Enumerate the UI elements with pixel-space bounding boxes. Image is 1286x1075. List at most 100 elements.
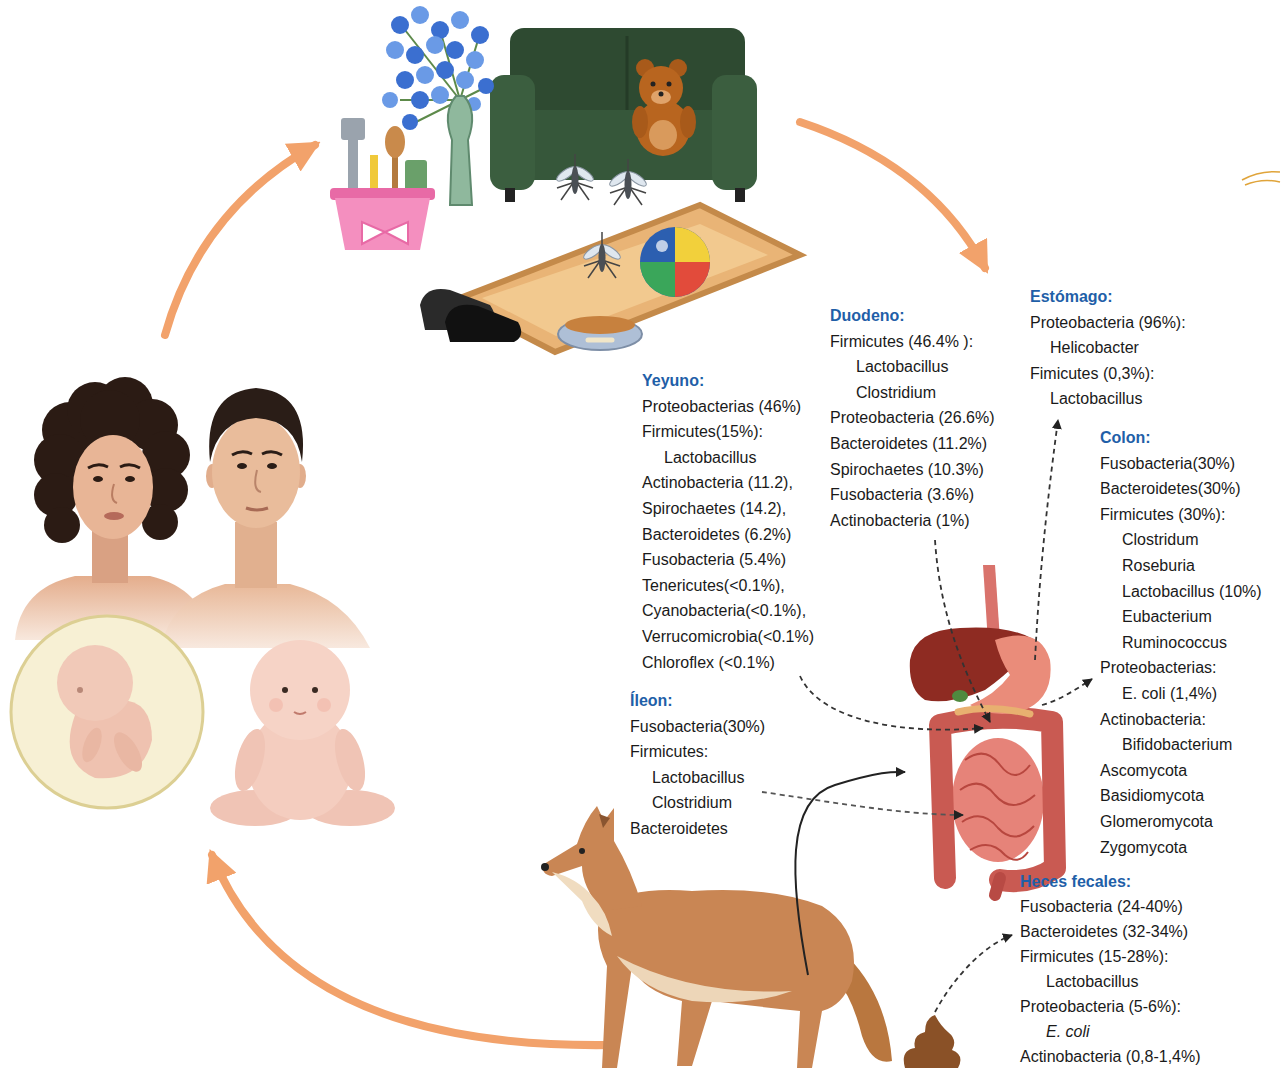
household-scene (341, 118, 365, 140)
taxon-entry: Bacteroidetes (32-34%) (1020, 919, 1201, 944)
leader-arrow (1035, 420, 1058, 660)
taxon-entry: Bacteroidetes (11.2%) (830, 431, 995, 457)
family-illustration (78, 725, 105, 764)
taxon-entry: Actinobacteria: (1100, 707, 1262, 733)
taxa-list: Íleon:Fusobacteria(30%)Firmicutes:Lactob… (630, 688, 765, 842)
taxon-entry: Bacteroidetes (630, 816, 765, 842)
dog-illustration (552, 872, 612, 936)
household-scene (426, 36, 444, 54)
family-illustration (232, 452, 252, 455)
household-scene (632, 106, 648, 138)
household-scene (411, 91, 429, 109)
family-illustration (112, 484, 117, 503)
family-illustration (88, 465, 108, 468)
family-illustration (282, 687, 288, 693)
gi-tract-illustration (995, 878, 1000, 895)
family-illustration (120, 465, 140, 468)
family-illustration (108, 728, 147, 776)
household-scene (400, 99, 460, 101)
taxon-entry: Bacteroidetes (6.2%) (642, 522, 814, 548)
family-illustration (250, 640, 350, 740)
household-scene (659, 92, 664, 97)
taxon-entry: E. coli (1020, 1019, 1201, 1044)
family-illustration (77, 687, 83, 693)
leader-arrow (1042, 679, 1092, 705)
household-scene (482, 224, 768, 336)
family-illustration (125, 476, 135, 482)
taxon-entry: Roseburia (1100, 553, 1262, 579)
family-illustration (229, 726, 271, 795)
decoration (1242, 172, 1280, 180)
taxon-entry: Ruminococcus (1100, 630, 1262, 656)
section-heading: Colon: (1100, 425, 1262, 451)
decoration (1242, 172, 1280, 185)
gi-tract-illustration (952, 690, 968, 702)
taxon-entry: Fusobacteria (3.6%) (830, 482, 995, 508)
leader-arrow (935, 935, 1012, 1012)
taxon-entry: Firmicutes (15-28%): (1020, 944, 1201, 969)
taxon-entry: Tenericutes(<0.1%), (642, 573, 814, 599)
family-illustration (255, 470, 261, 492)
taxon-entry: Lactobacillus (630, 765, 765, 791)
household-scene (505, 188, 515, 202)
taxa-list: Yeyuno:Proteobacterias (46%)Firmicutes(1… (642, 368, 814, 675)
household-scene (386, 41, 404, 59)
taxon-entry: Proteobacteria (96%): (1030, 310, 1186, 336)
household-scene (451, 11, 469, 29)
cycle-arrow (800, 122, 985, 268)
family-illustration (73, 435, 153, 539)
household-scene (712, 75, 757, 190)
taxon-entry: Chloroflex (<0.1%) (642, 650, 814, 676)
household-scene (565, 316, 635, 334)
household-scene (735, 188, 745, 202)
taxon-entry: Clostridium (630, 790, 765, 816)
taxon-entry: Fimicutes (0,3%): (1030, 361, 1186, 387)
taxon-entry: Proteobacteria (26.6%) (830, 405, 995, 431)
gi-tract-illustration (952, 738, 1044, 862)
taxon-entry: Glomeromycota (1100, 809, 1262, 835)
taxa-list: Heces fecales:Fusobacteria (24-40%)Bacte… (1020, 869, 1201, 1069)
family-illustration (269, 698, 283, 712)
household-scene (656, 240, 668, 252)
gi-tract-illustration (960, 784, 1035, 805)
household-scene (675, 227, 710, 262)
gi-tract-illustration (960, 754, 1035, 860)
taxon-entry: Proteobacterias: (1100, 655, 1262, 681)
family-illustration (267, 463, 277, 469)
gi-tract-illustration (965, 754, 1030, 775)
taxon-entry: Lactobacillus (642, 445, 814, 471)
household-scene (667, 82, 672, 87)
taxon-entry: Proteobacterias (46%) (642, 394, 814, 420)
family-illustration (104, 512, 124, 520)
household-scene (651, 82, 656, 87)
taxon-entry: Firmicutes(15%): (642, 419, 814, 445)
taxon-entry: Bacteroidetes(30%) (1100, 476, 1262, 502)
leader-arrow (935, 540, 990, 722)
taxon-entry: Firmicutes: (630, 739, 765, 765)
section-heading: Íleon: (630, 688, 765, 714)
household-scene (608, 159, 649, 205)
taxa-list: Estómago:Proteobacteria (96%):Helicobact… (1030, 284, 1186, 412)
household-scene (680, 106, 696, 138)
taxon-entry: E. coli (1,4%) (1100, 681, 1262, 707)
feces-icon (904, 1015, 961, 1068)
taxon-entry: Zygomycota (1100, 835, 1262, 861)
household-scene (330, 6, 800, 352)
taxon-entry: Eubacterium (1100, 604, 1262, 630)
family-illustration (44, 507, 80, 543)
taxon-entry: Actinobacteria (0,8-1,4%) (1020, 1044, 1201, 1069)
taxon-entry: Proteobacteria (5-6%): (1020, 994, 1201, 1019)
taxon-entry: Lactobacillus (1020, 969, 1201, 994)
household-scene (362, 222, 385, 244)
gi-tract-illustration (940, 718, 1055, 881)
taxa-list: Duodeno:Firmicutes (46.4% ):Lactobacillu… (830, 303, 995, 533)
family-illustration (209, 388, 303, 462)
household-scene (382, 6, 494, 130)
family-illustration (329, 726, 371, 795)
household-scene (416, 66, 434, 84)
household-scene (385, 126, 405, 158)
household-scene (402, 114, 418, 130)
household-scene (431, 86, 449, 104)
taxon-entry: Basidiomycota (1100, 783, 1262, 809)
